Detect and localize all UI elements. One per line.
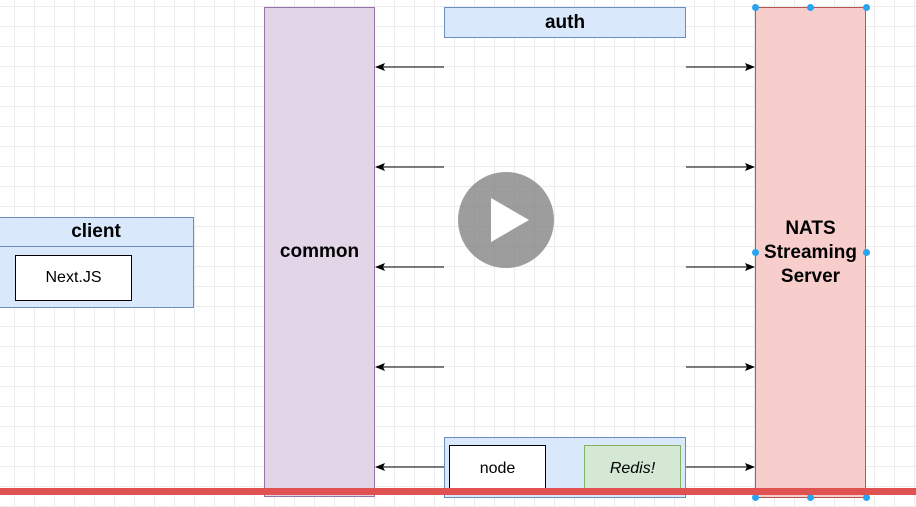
play-icon bbox=[491, 198, 529, 242]
selection-handle[interactable] bbox=[752, 494, 759, 501]
nextjs-box[interactable]: Next.JS bbox=[15, 255, 132, 301]
selection-handle[interactable] bbox=[752, 249, 759, 256]
selection-handle[interactable] bbox=[807, 494, 814, 501]
video-progress-bar[interactable] bbox=[0, 488, 916, 495]
redis-box[interactable]: Redis! bbox=[584, 445, 681, 493]
client-title: client bbox=[0, 217, 194, 247]
selection-handle[interactable] bbox=[863, 4, 870, 11]
node-box[interactable]: node bbox=[449, 445, 546, 493]
selection-handle[interactable] bbox=[807, 4, 814, 11]
selection-handle[interactable] bbox=[752, 4, 759, 11]
play-button[interactable] bbox=[458, 172, 554, 268]
auth-service-title[interactable]: auth bbox=[444, 7, 686, 38]
selection-handle[interactable] bbox=[863, 494, 870, 501]
nats-streaming-server-box[interactable]: NATS Streaming Server bbox=[755, 7, 866, 498]
selection-handle[interactable] bbox=[863, 249, 870, 256]
common-library-box[interactable]: common bbox=[264, 7, 375, 497]
